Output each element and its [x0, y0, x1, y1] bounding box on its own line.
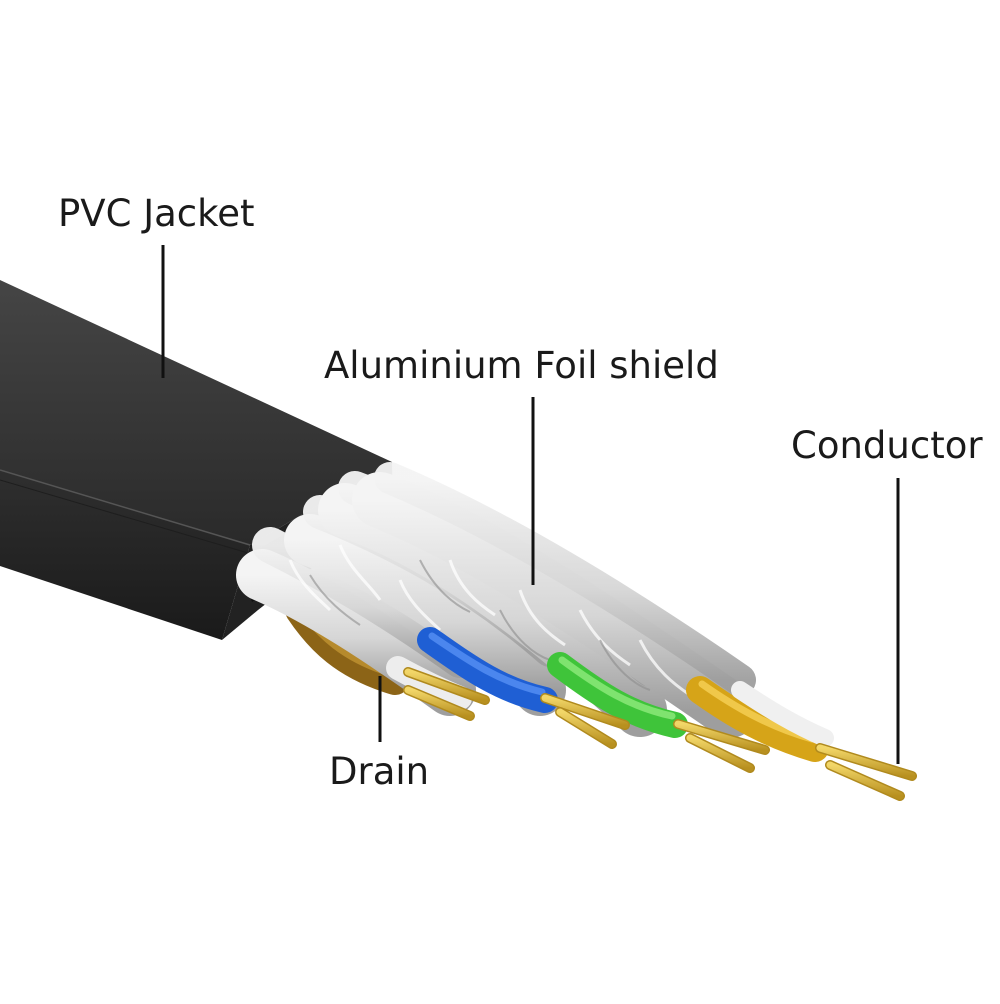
label-aluminium-foil-shield: Aluminium Foil shield — [324, 344, 719, 387]
insulated-wires — [386, 627, 834, 762]
leader-lines — [161, 245, 900, 764]
copper-conductors — [403, 667, 917, 801]
label-conductor: Conductor — [791, 424, 983, 467]
label-drain: Drain — [329, 750, 430, 793]
label-pvc-jacket: PVC Jacket — [58, 192, 255, 235]
